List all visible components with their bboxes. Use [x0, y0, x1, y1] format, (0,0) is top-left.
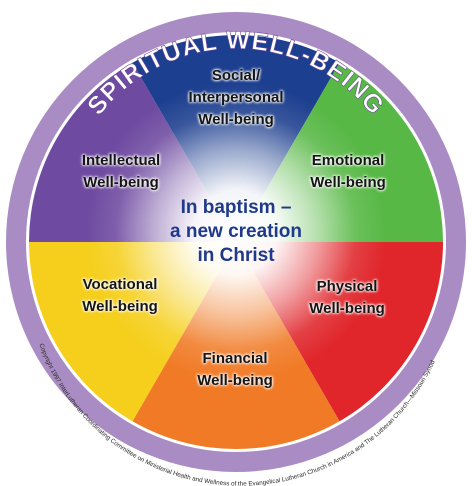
center-message-line3: in Christ	[197, 245, 275, 266]
segment-label-physical-line1: Physical	[316, 278, 378, 295]
segment-label-physical: Physical Well-being	[287, 276, 407, 320]
segment-label-vocational-line2: Well-being	[82, 298, 158, 315]
segment-label-intellectual-line1: Intellectual	[81, 152, 161, 169]
segment-label-emotional-line2: Well-being	[310, 174, 386, 191]
segment-label-physical-line2: Well-being	[309, 300, 385, 317]
segment-label-financial-line1: Financial	[202, 350, 268, 367]
center-message-line2: a new creation	[170, 221, 302, 242]
segment-label-social-line2: Interpersonal	[188, 89, 284, 106]
segment-label-social: Social/ Interpersonal Well-being	[176, 65, 296, 131]
segment-label-social-line3: Well-being	[198, 111, 274, 128]
segment-label-financial-line2: Well-being	[197, 372, 273, 389]
segment-label-financial: Financial Well-being	[175, 348, 295, 392]
segment-label-emotional-line1: Emotional	[311, 152, 385, 169]
segment-label-vocational: Vocational Well-being	[60, 274, 180, 318]
segment-label-intellectual: Intellectual Well-being	[61, 150, 181, 194]
segment-label-vocational-line1: Vocational	[82, 276, 158, 293]
center-glow	[86, 82, 386, 382]
center-message-line1: In baptism –	[180, 197, 292, 218]
segment-label-intellectual-line2: Well-being	[83, 174, 159, 191]
segment-label-social-line1: Social/	[211, 67, 261, 84]
segment-label-emotional: Emotional Well-being	[288, 150, 408, 194]
center-message: In baptism – a new creation in Christ	[151, 196, 321, 268]
